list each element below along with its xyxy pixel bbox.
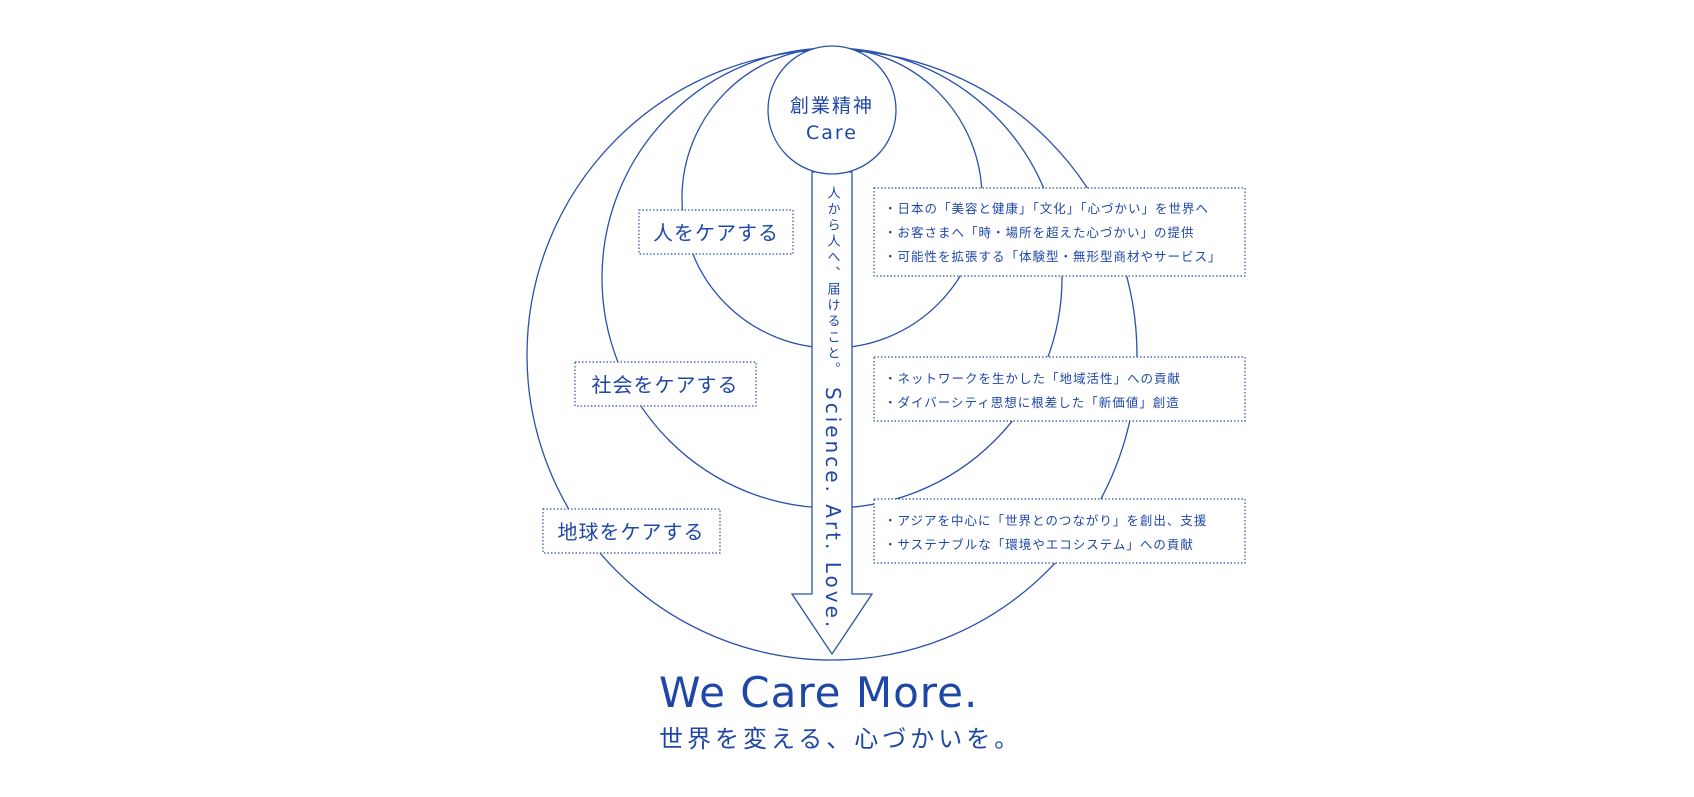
- points-box-people: [873, 187, 1246, 277]
- arrow-text-en: Science. Art. Love.: [821, 387, 845, 630]
- points-earth-1: ・アジアを中心に「世界とのつながり」を創出、支援: [884, 513, 1207, 528]
- points-people-1: ・日本の「美容と健康」「文化」「心づかい」を世界へ: [884, 201, 1209, 216]
- points-society-2: ・ダイバーシティ思想に根差した「新価値」創造: [884, 395, 1180, 410]
- points-people-3: ・可能性を拡張する「体験型・無形型商材やサービス」: [884, 249, 1222, 264]
- arrow-text-jp: 人から人へ、届けること。: [825, 186, 841, 378]
- tagline-title: We Care More.: [659, 668, 978, 717]
- down-arrow: [790, 171, 874, 656]
- label-society: 社会をケアする: [592, 373, 739, 397]
- core-title: 創業精神: [790, 95, 874, 117]
- points-box-society: [873, 356, 1246, 422]
- label-box-earth: [542, 508, 721, 554]
- label-people: 人をケアする: [653, 221, 779, 245]
- label-box-society: [574, 361, 757, 407]
- points-society-1: ・ネットワークを生かした「地域活性」への貢献: [884, 371, 1181, 386]
- points-box-earth: [873, 498, 1246, 564]
- points-earth-2: ・サステナブルな「環境やエコシステム」への貢献: [884, 537, 1194, 552]
- core-circle: [767, 45, 897, 175]
- label-earth: 地球をケアする: [558, 520, 705, 544]
- tagline-subtitle: 世界を変える、心づかいを。: [659, 725, 1022, 753]
- points-people-2: ・お客さまへ「時・場所を超えた心づかい」の提供: [884, 225, 1195, 240]
- core-subtitle: Care: [806, 122, 858, 144]
- label-box-people: [638, 209, 794, 255]
